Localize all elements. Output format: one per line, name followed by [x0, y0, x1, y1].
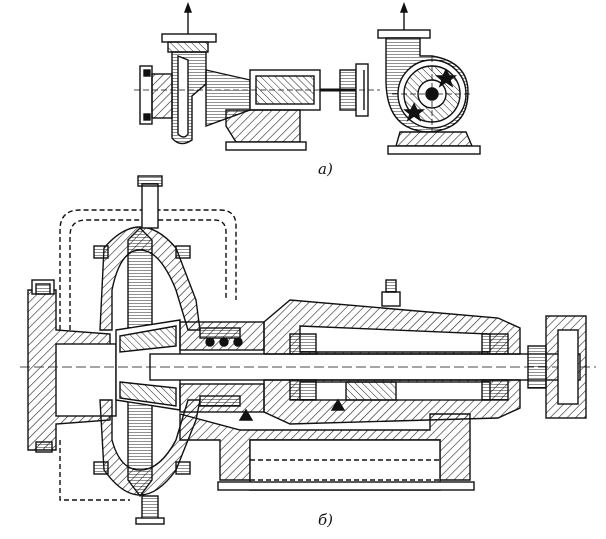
pump-section-view: [20, 175, 596, 525]
pump-front-view: [377, 2, 481, 155]
caption-b: б): [318, 511, 334, 529]
pump-side-view: [134, 2, 380, 151]
oil-level-icon: [238, 398, 346, 421]
caption-a: а): [318, 160, 333, 178]
